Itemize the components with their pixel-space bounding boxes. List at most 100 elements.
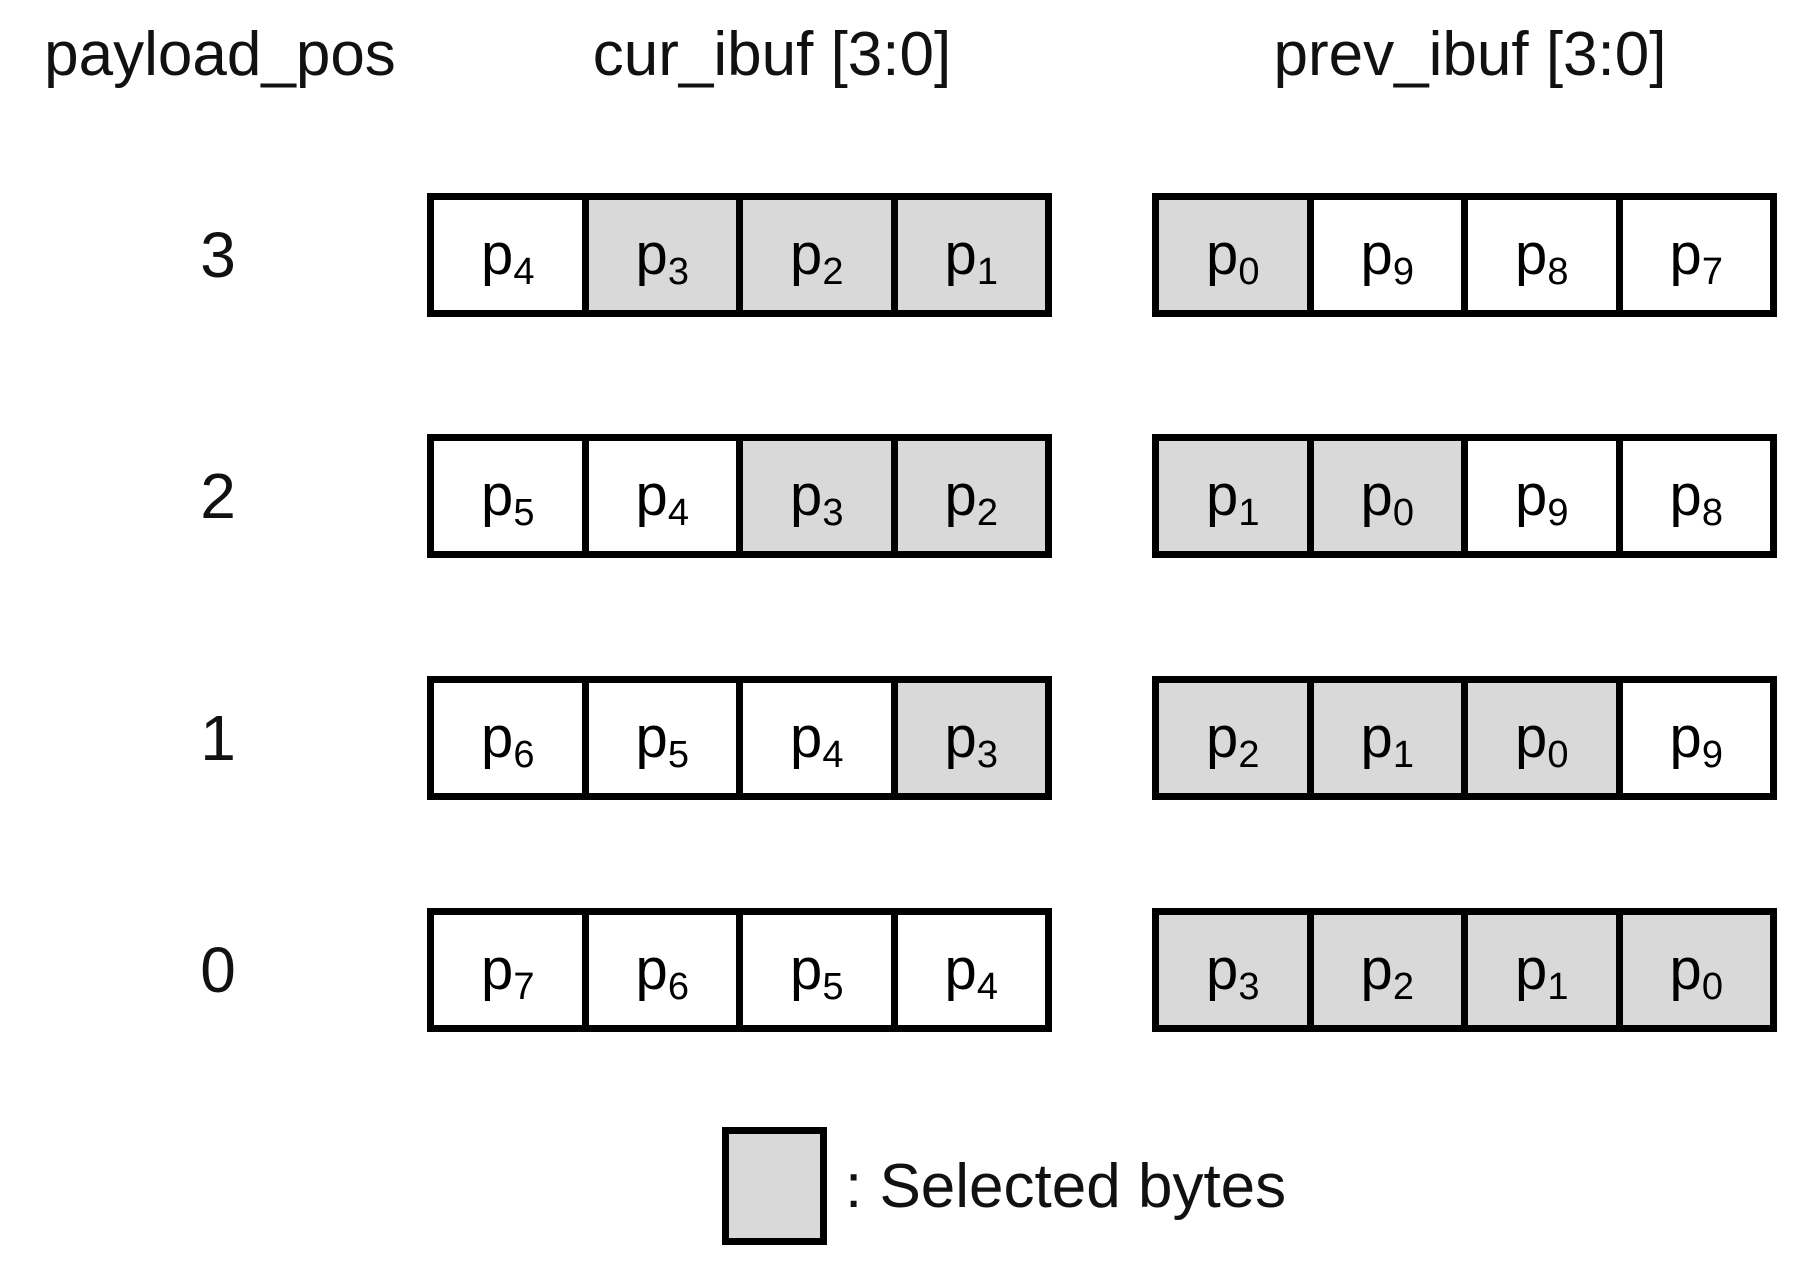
byte-name: p xyxy=(1206,937,1239,1002)
byte-index: 5 xyxy=(667,734,689,776)
row-label-payload-pos-2: 2 xyxy=(200,460,236,532)
byte-index: 4 xyxy=(513,251,535,293)
byte-index: 5 xyxy=(513,492,535,534)
byte-name: p xyxy=(1515,222,1548,287)
byte-name: p xyxy=(1515,463,1548,528)
byte-name: p xyxy=(635,222,668,287)
byte-name: p xyxy=(1360,705,1393,770)
byte-name: p xyxy=(635,463,668,528)
byte-name: p xyxy=(944,937,977,1002)
legend-label: : Selected bytes xyxy=(845,1151,1287,1221)
byte-name: p xyxy=(1206,463,1239,528)
byte-index: 7 xyxy=(513,966,535,1008)
byte-name: p xyxy=(790,705,823,770)
byte-name: p xyxy=(481,222,514,287)
byte-index: 6 xyxy=(667,966,689,1008)
byte-name: p xyxy=(1669,463,1702,528)
byte-index: 3 xyxy=(667,251,689,293)
byte-index: 1 xyxy=(1238,492,1260,534)
byte-index: 2 xyxy=(1392,966,1414,1008)
byte-index: 9 xyxy=(1547,492,1569,534)
column-header-prev-ibuf: prev_ibuf [3:0] xyxy=(1273,20,1667,89)
byte-name: p xyxy=(1360,463,1393,528)
byte-name: p xyxy=(1206,222,1239,287)
byte-name: p xyxy=(635,937,668,1002)
byte-name: p xyxy=(481,463,514,528)
byte-index: 3 xyxy=(976,734,998,776)
byte-index: 2 xyxy=(822,251,844,293)
byte-index: 2 xyxy=(976,492,998,534)
byte-name: p xyxy=(1515,937,1548,1002)
byte-index: 1 xyxy=(1392,734,1414,776)
column-header-payload-pos: payload_pos xyxy=(44,20,396,89)
byte-name: p xyxy=(1360,222,1393,287)
byte-name: p xyxy=(790,937,823,1002)
byte-index: 3 xyxy=(1238,966,1260,1008)
byte-index: 0 xyxy=(1547,734,1569,776)
byte-index: 1 xyxy=(976,251,998,293)
byte-index: 0 xyxy=(1392,492,1414,534)
byte-index: 4 xyxy=(667,492,689,534)
byte-name: p xyxy=(1669,222,1702,287)
byte-index: 2 xyxy=(1238,734,1260,776)
byte-index: 0 xyxy=(1701,966,1723,1008)
row-label-payload-pos-0: 0 xyxy=(200,934,236,1006)
byte-index: 4 xyxy=(822,734,844,776)
byte-index: 4 xyxy=(976,966,998,1008)
byte-name: p xyxy=(481,937,514,1002)
byte-name: p xyxy=(635,705,668,770)
byte-index: 8 xyxy=(1701,492,1723,534)
byte-name: p xyxy=(944,705,977,770)
byte-name: p xyxy=(1360,937,1393,1002)
byte-index: 9 xyxy=(1701,734,1723,776)
byte-name: p xyxy=(944,463,977,528)
byte-name: p xyxy=(1669,705,1702,770)
byte-index: 5 xyxy=(822,966,844,1008)
byte-index: 0 xyxy=(1238,251,1260,293)
byte-name: p xyxy=(1515,705,1548,770)
byte-index: 7 xyxy=(1701,251,1723,293)
row-label-payload-pos-1: 1 xyxy=(200,702,236,774)
byte-name: p xyxy=(1206,705,1239,770)
byte-name: p xyxy=(790,222,823,287)
byte-index: 1 xyxy=(1547,966,1569,1008)
byte-name: p xyxy=(944,222,977,287)
byte-name: p xyxy=(481,705,514,770)
legend-selected-swatch xyxy=(722,1127,827,1245)
byte-index: 8 xyxy=(1547,251,1569,293)
